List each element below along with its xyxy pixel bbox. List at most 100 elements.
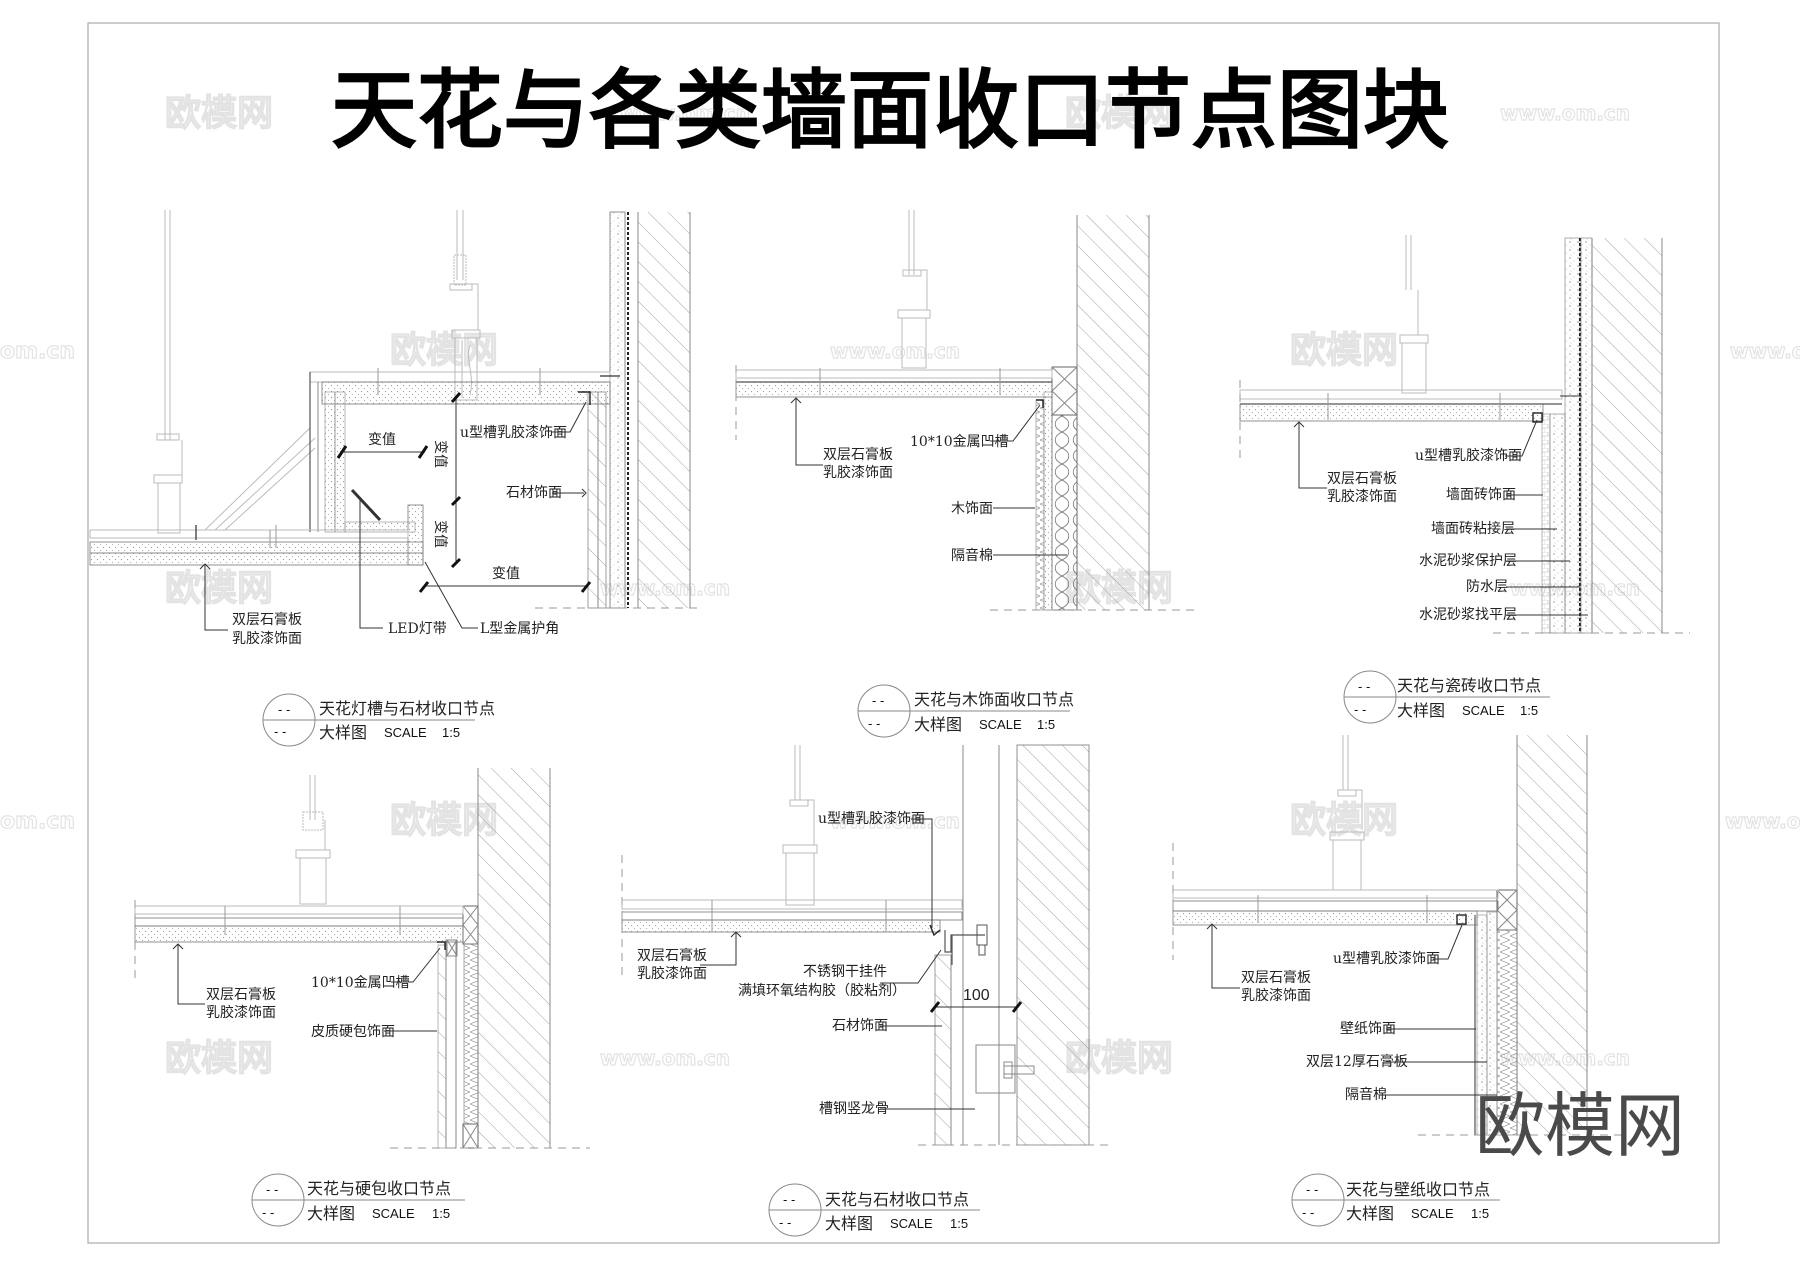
scale-value: 1:5 (432, 1206, 450, 1221)
gypsum-board (321, 381, 611, 405)
detail-3-caption: - - - - 天花与瓷砖收口节点 大样图 SCALE 1:5 (1343, 670, 1550, 724)
detail-2-caption: - - - - 天花与木饰面收口节点 大样图 SCALE 1:5 (857, 684, 1074, 738)
detail-index-number: - - (1306, 1182, 1318, 1197)
dim-label: 100 (963, 987, 990, 1004)
watermark-brand: 欧模网 (1065, 93, 1173, 134)
detail-index-number: - - (872, 693, 884, 708)
detail-subtitle: 大样图 (1397, 701, 1445, 720)
plaster-layer (609, 211, 626, 609)
label-ceiling: 乳胶漆饰面 (823, 464, 893, 481)
label-ceiling: 双层石膏板 (206, 986, 276, 1003)
detail-3-drawing: 双层石膏板 乳胶漆饰面 u型槽乳胶漆饰面 墙面砖饰面 墙面砖粘接层 水泥砂浆保护… (1239, 235, 1690, 634)
label-ceiling: 双层石膏板 (232, 611, 302, 628)
concrete-wall (1592, 238, 1662, 633)
label-ceiling: 乳胶漆饰面 (637, 965, 707, 982)
detail-sheet-number: - - (274, 724, 286, 739)
scale-label: SCALE (384, 725, 427, 740)
detail-title: 天花与硬包收口节点 (307, 1179, 451, 1198)
gypsum-board (1239, 403, 1544, 422)
gypsum-board (621, 919, 941, 933)
label-channel: 槽钢竖龙骨 (819, 1101, 889, 1117)
watermark-url: om.cn (0, 809, 75, 834)
scale-value: 1:5 (950, 1216, 968, 1231)
scale-label: SCALE (890, 1216, 933, 1231)
detail-sheet-number: - - (262, 1205, 274, 1220)
detail-1-caption: - - - - 天花灯槽与石材收口节点 大样图 SCALE 1:5 (262, 693, 495, 747)
scale-label: SCALE (1462, 703, 1505, 718)
detail-subtitle: 大样图 (825, 1214, 873, 1233)
detail-subtitle: 大样图 (914, 715, 962, 734)
watermark-brand: 欧模网 (1290, 800, 1398, 841)
detail-4-drawing: 双层石膏板 乳胶漆饰面 10*10金属凹槽 皮质硬包饰面 (134, 768, 590, 1149)
label-ceiling: 双层石膏板 (637, 947, 707, 964)
detail-sheet-number: - - (868, 716, 880, 731)
watermark-brand: 欧模网 (1290, 330, 1398, 371)
detail-title: 天花与木饰面收口节点 (914, 690, 1074, 709)
label-ceiling: 双层石膏板 (1327, 470, 1397, 487)
scale-label: SCALE (979, 717, 1022, 732)
detail-subtitle: 大样图 (307, 1204, 355, 1223)
detail-4-caption: - - - - 天花与硬包收口节点 大样图 SCALE 1:5 (251, 1173, 465, 1227)
sheet-title: 天花与各类墙面收口节点图块 (331, 61, 1449, 161)
scale-label: SCALE (1411, 1206, 1454, 1221)
watermark-brand: 欧模网 (390, 330, 498, 371)
label-stone: 石材饰面 (506, 485, 562, 501)
scale-label: SCALE (372, 1206, 415, 1221)
detail-6-caption: - - - - 天花与壁纸收口节点 大样图 SCALE 1:5 (1291, 1173, 1500, 1227)
dimension-variable (336, 392, 592, 593)
detail-1-drawing: 变值 变值 变值 变值 双层石膏板 乳胶漆饰面 u型槽乳胶漆饰面 石材饰面 LE… (89, 210, 700, 647)
detail-index-number: - - (266, 1182, 278, 1197)
label-hanger: 满填环氧结构胶（胶粘剂） (738, 982, 906, 999)
label-ceiling: 乳胶漆饰面 (1241, 987, 1311, 1004)
label-groove: 10*10金属凹槽 (910, 434, 1009, 450)
detail-sheet-number: - - (1302, 1205, 1314, 1220)
watermark-url: www.om.cn (620, 101, 750, 125)
scale-value: 1:5 (1037, 717, 1055, 732)
concrete-wall (638, 212, 690, 608)
label-wallpaper: 壁纸饰面 (1340, 1021, 1396, 1037)
leather-panel (445, 939, 457, 1149)
concrete-wall (1016, 744, 1090, 1146)
concrete-wall (1077, 215, 1149, 610)
label-u-groove: u型槽乳胶漆饰面 (1333, 950, 1440, 967)
label-insulation: 隔音棉 (951, 547, 993, 564)
label-u-groove: u型槽乳胶漆饰面 (818, 810, 925, 827)
dim-label: 变值 (432, 520, 448, 548)
label-mortar-level: 水泥砂浆找平层 (1419, 607, 1517, 623)
label-u-groove: u型槽乳胶漆饰面 (460, 424, 567, 441)
label-ceiling: 双层石膏板 (1241, 969, 1311, 986)
leveling-mortar (1564, 237, 1581, 634)
watermark-url: www.om.cn (830, 339, 960, 363)
label-led: LED灯带 (388, 621, 447, 637)
sheet-border (87, 22, 1720, 1244)
dim-label: 变值 (368, 432, 396, 448)
label-corner-guard: L型金属护角 (480, 621, 559, 637)
detail-2-drawing: 双层石膏板 乳胶漆饰面 10*10金属凹槽 木饰面 隔音棉 (735, 210, 1195, 611)
detail-title: 天花与瓷砖收口节点 (1397, 676, 1541, 695)
scale-value: 1:5 (1520, 703, 1538, 718)
label-mortar-protect: 水泥砂浆保护层 (1419, 553, 1517, 569)
watermark-url: www.om.cn (1725, 809, 1800, 833)
label-gypsum12: 双层12厚石膏板 (1306, 1053, 1408, 1070)
gypsum-board (735, 381, 1053, 398)
dim-label: 变值 (492, 566, 520, 582)
gypsum-board (134, 925, 464, 943)
label-u-groove: u型槽乳胶漆饰面 (1415, 447, 1522, 464)
detail-sheet-number: - - (779, 1215, 791, 1230)
scale-value: 1:5 (1471, 1206, 1489, 1221)
watermark-url: www.om.cn (830, 809, 960, 833)
detail-index-number: - - (278, 702, 290, 717)
detail-title: 天花与石材收口节点 (825, 1190, 969, 1209)
watermark-brand-large: 欧模网 (1475, 1085, 1685, 1167)
scale-value: 1:5 (442, 725, 460, 740)
detail-index-number: - - (1358, 679, 1370, 694)
concrete-wall (478, 768, 550, 1148)
concrete-wall (1517, 735, 1587, 1135)
detail-index-number: - - (783, 1192, 795, 1207)
detail-title: 天花与壁纸收口节点 (1346, 1180, 1490, 1199)
detail-sheet-number: - - (1354, 702, 1366, 717)
label-ceiling: 乳胶漆饰面 (232, 630, 302, 647)
detail-subtitle: 大样图 (319, 723, 367, 742)
detail-5-caption: - - - - 天花与石材收口节点 大样图 SCALE 1:5 (768, 1183, 980, 1237)
